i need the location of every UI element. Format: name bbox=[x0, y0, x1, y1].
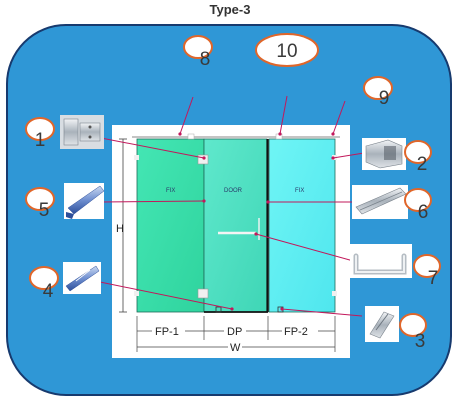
diagram-title: Type-3 bbox=[209, 2, 251, 17]
product-image-channel bbox=[365, 306, 399, 342]
product-image-profile-blue-1 bbox=[64, 183, 105, 219]
fixed-panel-right bbox=[268, 138, 336, 313]
callout-9: 9 bbox=[363, 76, 393, 109]
hinge-bottom bbox=[197, 288, 209, 299]
callouts: 1 2 3 4 5 6 7 8 bbox=[25, 33, 441, 352]
dim-fp1: FP-1 bbox=[155, 326, 179, 338]
callout-10-label: 10 bbox=[276, 41, 297, 62]
product-image-rail bbox=[352, 185, 408, 219]
callout-7: 7 bbox=[413, 254, 441, 289]
leader-3 bbox=[281, 308, 363, 317]
callout-9-label: 9 bbox=[379, 88, 390, 109]
dim-fp2: FP-2 bbox=[284, 326, 308, 338]
callout-5-label: 5 bbox=[39, 200, 50, 221]
callout-7-label: 7 bbox=[428, 268, 439, 289]
product-image-clamp bbox=[362, 138, 406, 170]
product-image-handle bbox=[350, 244, 412, 278]
fixed-panel-left bbox=[136, 138, 205, 313]
product-image-hinge bbox=[60, 115, 104, 149]
dim-dp: DP bbox=[227, 326, 242, 338]
product-image-profile-blue-2 bbox=[63, 262, 101, 294]
bracket-left-bottom bbox=[134, 291, 139, 296]
leader-4 bbox=[99, 281, 233, 310]
label-fix-right: FIX bbox=[295, 188, 304, 194]
callout-5: 5 bbox=[25, 187, 55, 221]
leader-2 bbox=[332, 152, 365, 159]
label-fix-left: FIX bbox=[166, 188, 175, 194]
callout-6: 6 bbox=[404, 188, 432, 223]
leader-arrows bbox=[178, 132, 335, 311]
callout-1-label: 1 bbox=[35, 130, 46, 151]
leader-8 bbox=[179, 96, 194, 135]
leader-8b bbox=[279, 95, 288, 135]
leader-9 bbox=[332, 100, 346, 135]
callout-8: 8 bbox=[183, 35, 213, 70]
hinge-top bbox=[197, 154, 209, 165]
floor-stop-1 bbox=[215, 306, 222, 313]
callout-2-label: 2 bbox=[417, 154, 428, 175]
callout-10: 10 bbox=[255, 33, 319, 67]
leader-7 bbox=[255, 233, 358, 263]
callout-8-label: 8 bbox=[200, 49, 211, 70]
leader-lines bbox=[99, 95, 365, 317]
door-panel bbox=[203, 138, 268, 313]
callout-3-label: 3 bbox=[415, 331, 426, 352]
dim-h: H bbox=[116, 223, 124, 235]
bracket-right-bottom bbox=[332, 291, 337, 296]
top-clip-1 bbox=[187, 133, 195, 140]
callout-6-label: 6 bbox=[418, 202, 429, 223]
label-door: DOOR bbox=[224, 188, 243, 194]
leader-1 bbox=[100, 137, 205, 159]
bracket-left-top bbox=[134, 155, 139, 160]
callout-4: 4 bbox=[29, 266, 59, 302]
callout-4-label: 4 bbox=[43, 281, 54, 302]
callout-3: 3 bbox=[399, 313, 427, 352]
leader-5 bbox=[100, 200, 205, 203]
callout-1: 1 bbox=[25, 117, 55, 151]
dim-w: W bbox=[230, 342, 241, 354]
callout-2: 2 bbox=[404, 140, 432, 175]
